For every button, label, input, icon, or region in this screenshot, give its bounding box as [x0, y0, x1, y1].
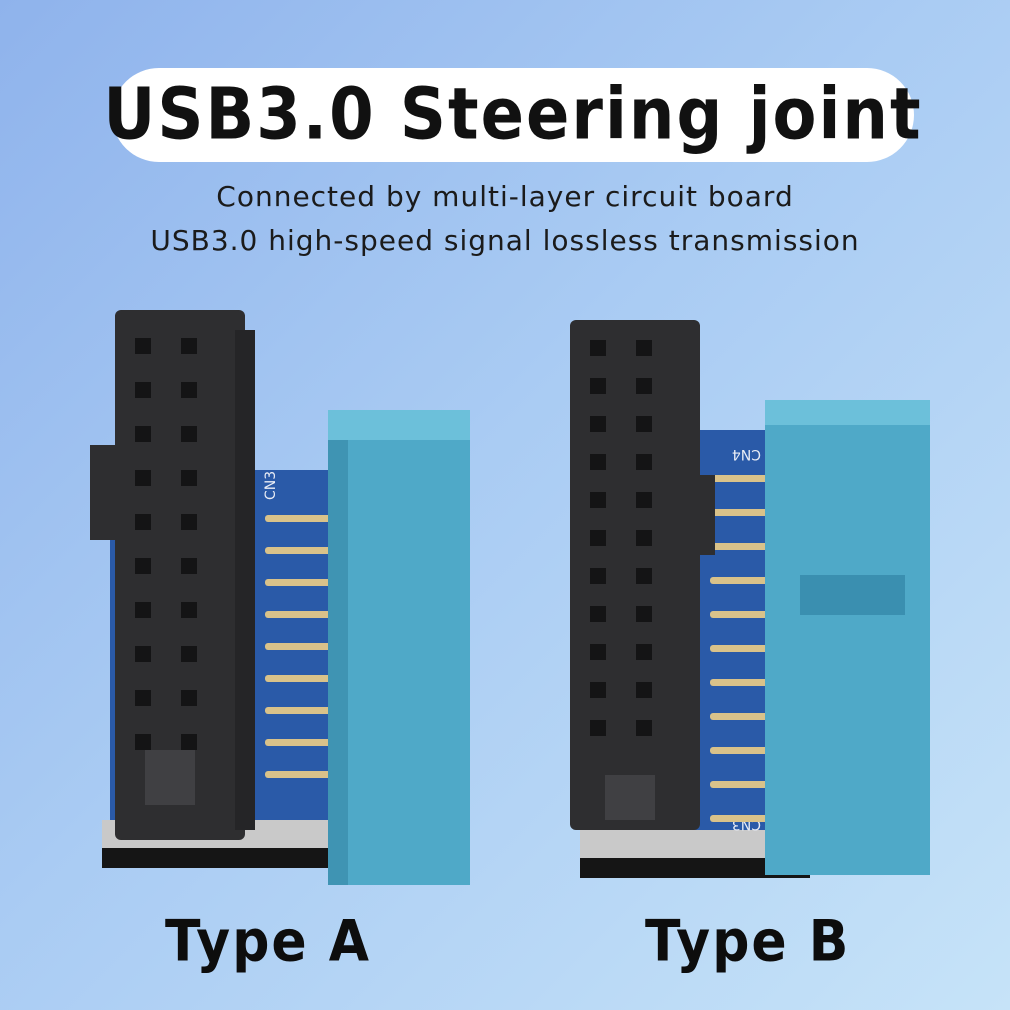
socket-hole: [135, 382, 151, 398]
socket-hole: [636, 530, 652, 546]
gold-pin: [710, 713, 780, 720]
socket-hole: [181, 602, 197, 618]
gold-pin: [265, 771, 335, 778]
socket-hole: [135, 514, 151, 530]
type-a-connector-image: CN3: [90, 310, 470, 885]
socket-hole: [181, 382, 197, 398]
socket-hole: [181, 426, 197, 442]
socket-hole: [181, 690, 197, 706]
socket-hole: [590, 530, 606, 546]
blue-header: [328, 410, 470, 885]
subtitle-line-1: Connected by multi-layer circuit board: [216, 180, 794, 213]
page-title: USB3.0 Steering joint: [103, 73, 923, 157]
black-socket: [570, 320, 700, 830]
socket-hole: [181, 558, 197, 574]
gold-pin: [265, 579, 335, 586]
socket-hole: [636, 454, 652, 470]
socket-hole: [636, 682, 652, 698]
socket-hole: [590, 568, 606, 584]
socket-hole: [636, 416, 652, 432]
type-b-connector-image: CN4 CN3: [570, 320, 930, 878]
socket-hole: [636, 378, 652, 394]
pin-row: [265, 515, 335, 778]
socket-hole: [135, 602, 151, 618]
socket-hole: [636, 568, 652, 584]
socket-hole: [135, 470, 151, 486]
black-socket: [115, 310, 245, 840]
pcb-label-top: CN4: [732, 446, 761, 462]
type-a-caption: Type A: [165, 909, 372, 975]
subtitle-line-2: USB3.0 high-speed signal lossless transm…: [150, 224, 860, 257]
gold-pin: [710, 611, 780, 618]
socket-hole: [135, 690, 151, 706]
gold-pin: [710, 543, 780, 550]
gold-pin: [265, 611, 335, 618]
socket-hole: [590, 340, 606, 356]
socket-hole: [590, 644, 606, 660]
type-b-caption: Type B: [645, 909, 851, 975]
gold-pin: [265, 675, 335, 682]
socket-hole: [636, 492, 652, 508]
socket-hole: [636, 644, 652, 660]
socket-hole: [590, 378, 606, 394]
gold-pin: [265, 515, 335, 522]
socket-hole: [636, 340, 652, 356]
pin-row: [710, 475, 780, 822]
blue-header: [765, 400, 930, 875]
socket-hole: [181, 470, 197, 486]
gold-pin: [710, 815, 780, 822]
socket-hole: [590, 454, 606, 470]
gold-pin: [265, 739, 335, 746]
socket-hole: [135, 646, 151, 662]
gold-pin: [265, 547, 335, 554]
socket-hole: [135, 558, 151, 574]
gold-pin: [710, 509, 780, 516]
socket-hole: [590, 720, 606, 736]
socket-hole: [590, 606, 606, 622]
socket-hole: [636, 720, 652, 736]
gold-pin: [710, 679, 780, 686]
socket-hole: [181, 646, 197, 662]
socket-hole: [181, 734, 197, 750]
socket-hole: [590, 682, 606, 698]
title-banner: USB3.0 Steering joint: [103, 68, 921, 162]
socket-hole: [590, 416, 606, 432]
gold-pin: [265, 707, 335, 714]
socket-hole: [135, 338, 151, 354]
gold-pin: [710, 645, 780, 652]
pcb-label: CN3: [263, 471, 279, 500]
gold-pin: [710, 475, 780, 482]
socket-hole: [181, 338, 197, 354]
socket-hole: [636, 606, 652, 622]
socket-hole: [135, 426, 151, 442]
socket-hole: [135, 734, 151, 750]
socket-hole: [590, 492, 606, 508]
socket-hole: [181, 514, 197, 530]
gold-pin: [265, 643, 335, 650]
gold-pin: [710, 747, 780, 754]
gold-pin: [710, 577, 780, 584]
gold-pin: [710, 781, 780, 788]
socket-holes: [590, 340, 652, 736]
socket-holes: [135, 338, 197, 750]
